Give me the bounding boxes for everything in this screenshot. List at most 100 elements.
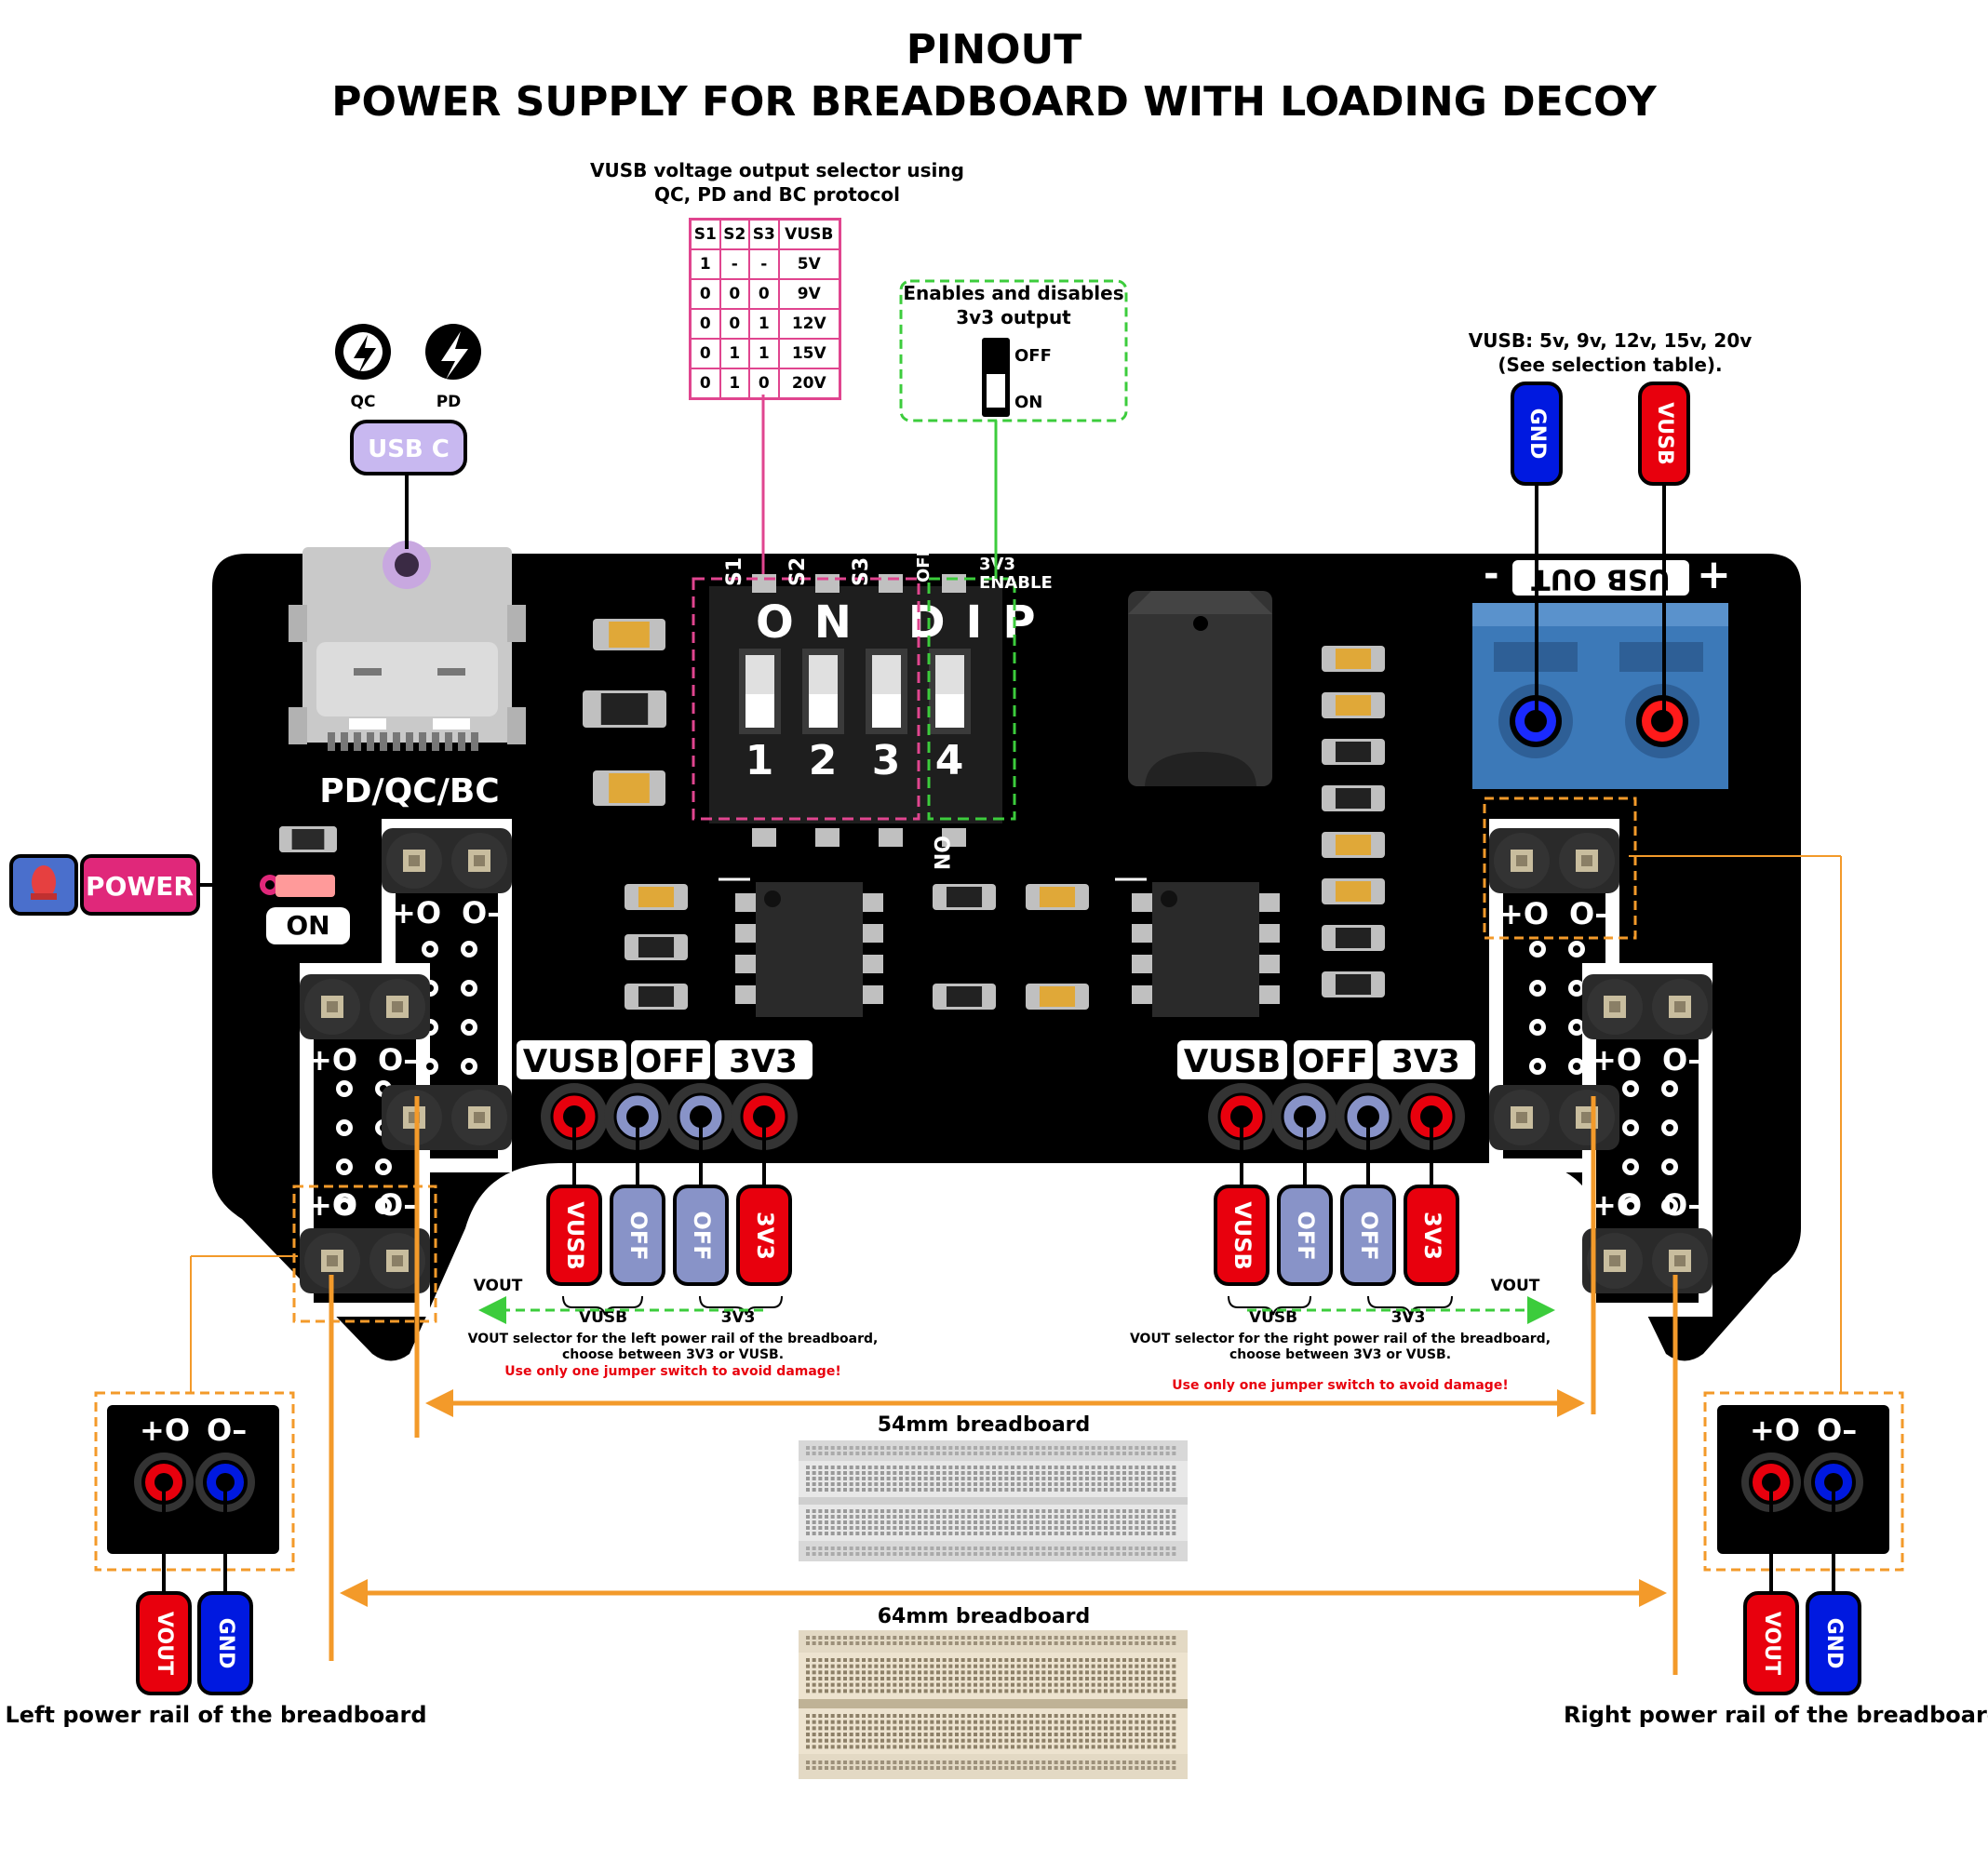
power-tag-text: POWER [86, 871, 194, 902]
header-left-rail[interactable] [300, 1228, 430, 1293]
right-note-line2: choose between 3V3 or VUSB. [1229, 1347, 1451, 1362]
left-rail-caption: Left power rail of the breadboard [5, 1702, 426, 1728]
left-brace-3v3: 3V3 [721, 1308, 756, 1327]
jumper-left-off: OFF [635, 1043, 705, 1080]
selector-header-cell: S3 [748, 218, 780, 250]
dip-on-label: ON [929, 836, 952, 870]
header-right-rail[interactable] [1582, 1228, 1713, 1293]
svg-text:+O: +O [1592, 1042, 1642, 1078]
power-on-text: ON [286, 910, 329, 941]
selector-cell: 0 [689, 338, 721, 369]
left-rail-vout: VOUT [153, 1612, 176, 1675]
left-rail-inset: +O O– VOUT GND Left power rail of the br… [5, 1255, 427, 1728]
right-mid-pm: +O O– [1592, 1042, 1702, 1078]
selector-header-cell: S1 [689, 218, 721, 250]
selector-header-cell: VUSB [777, 218, 841, 250]
jumper-left-vusb: VUSB [523, 1043, 620, 1080]
selector-cell: 9V [777, 278, 841, 310]
selector-cell: 1 [689, 248, 721, 280]
right-brace-vusb: VUSB [1249, 1308, 1297, 1327]
right-jumper-tag-text: 3V3 [1419, 1212, 1445, 1260]
left-jumper-tag-text: OFF [689, 1211, 715, 1260]
pd-label: PD [437, 393, 462, 411]
vusb-note-line1: VUSB: 5v, 9v, 12v, 15v, 20v [1469, 329, 1753, 352]
selector-cell: - [748, 248, 780, 280]
right-brace-3v3: 3V3 [1391, 1308, 1426, 1327]
page-title-line1: PINOUT [906, 26, 1082, 74]
pcb-board [212, 554, 1801, 1361]
left-brace: VUSB 3V3 VOUT [474, 1277, 783, 1327]
qc-label: QC [351, 393, 376, 411]
svg-text:+O: +O [307, 1042, 357, 1078]
left-inset-minus: O– [207, 1412, 247, 1448]
right-inset-plus: +O [1750, 1412, 1800, 1448]
left-rail-gnd: GND [214, 1618, 237, 1669]
svg-text:O–: O– [378, 1187, 418, 1223]
selector-cell: 20V [777, 368, 841, 400]
header-left-bottom[interactable] [382, 1085, 512, 1150]
right-outer-holes [1622, 1080, 1678, 1214]
selector-cell: 1 [719, 368, 751, 400]
breadboard-54-label: 54mm breadboard [878, 1413, 1091, 1437]
left-jumper-tag [736, 1185, 792, 1286]
right-jumper-tag-text: OFF [1356, 1211, 1382, 1260]
right-jumper-tag [1340, 1185, 1396, 1286]
usb-c-tag-text: USB C [368, 435, 450, 463]
left-vout-label: VOUT [474, 1277, 523, 1295]
terminal-plus: + [1697, 551, 1731, 598]
jumper-labels-left: VUSB OFF 3V3 [517, 1040, 813, 1080]
svg-text:O–: O– [1569, 896, 1609, 931]
usb-out-terminal: USB OUT - + [1472, 551, 1731, 789]
selector-cell: 0 [719, 278, 751, 310]
vusb-note-line2: (See selection table). [1498, 354, 1722, 376]
dip-text: ON DIP [756, 596, 1056, 649]
header-right-bottom[interactable] [1489, 1085, 1619, 1150]
svg-text:+O: +O [1592, 1187, 1642, 1223]
dip-off-label: OFF [914, 545, 934, 582]
dip-s1-label: S1 [723, 557, 746, 586]
dip-num-2: 2 [809, 737, 838, 784]
header-right-mid[interactable] [1582, 974, 1713, 1039]
left-jumper-tag [546, 1185, 602, 1286]
header-right-top[interactable] [1489, 828, 1619, 893]
right-note-line1: VOUT selector for the right power rail o… [1130, 1332, 1551, 1346]
right-jumper-tag-text: OFF [1293, 1211, 1319, 1260]
dip-num-3: 3 [872, 737, 901, 784]
right-brace: VUSB 3V3 VOUT [1228, 1277, 1555, 1327]
dip-switch: ON DIP 1 2 3 4 S1 S2 S3 OFF 3V3 ENABLE O… [692, 545, 1056, 870]
buzzer [1128, 591, 1272, 786]
right-jumper-tag [1404, 1185, 1459, 1286]
jumper-right-vusb: VUSB [1184, 1043, 1281, 1080]
usb-c-tag [350, 420, 467, 475]
left-jumper-tag-text: OFF [625, 1211, 651, 1260]
selector-caption: VUSB voltage output selector using QC, P… [590, 159, 964, 206]
selector-cell: 1 [748, 338, 780, 369]
selector-cell: 1 [748, 308, 780, 340]
right-rail-vout: VOUT [1760, 1612, 1783, 1675]
enable-line1: Enables and disables [903, 282, 1123, 304]
enable-off: OFF [1014, 346, 1052, 366]
left-jumper-tag-text: 3V3 [752, 1212, 778, 1260]
right-rail-caption: Right power rail of the breadboard [1564, 1702, 1988, 1728]
terminal-minus: - [1484, 553, 1499, 596]
selector-cell: 0 [689, 278, 721, 310]
svg-text:O–: O– [1662, 1042, 1702, 1078]
right-jumper-tag [1277, 1185, 1333, 1286]
right-vout-label: VOUT [1491, 1277, 1540, 1295]
terminal-vusb-tag: VUSB [1653, 402, 1676, 465]
header-left-mid[interactable] [300, 974, 430, 1039]
pd-icon [425, 324, 481, 380]
dip-s3-label: S3 [850, 557, 873, 586]
header-left-top[interactable] [382, 828, 512, 893]
left-note-warn: Use only one jumper switch to avoid dama… [504, 1364, 840, 1379]
ic-chip-right [1115, 877, 1280, 1017]
left-note-line1: VOUT selector for the left power rail of… [468, 1332, 879, 1346]
jumper-right-off: OFF [1297, 1043, 1367, 1080]
